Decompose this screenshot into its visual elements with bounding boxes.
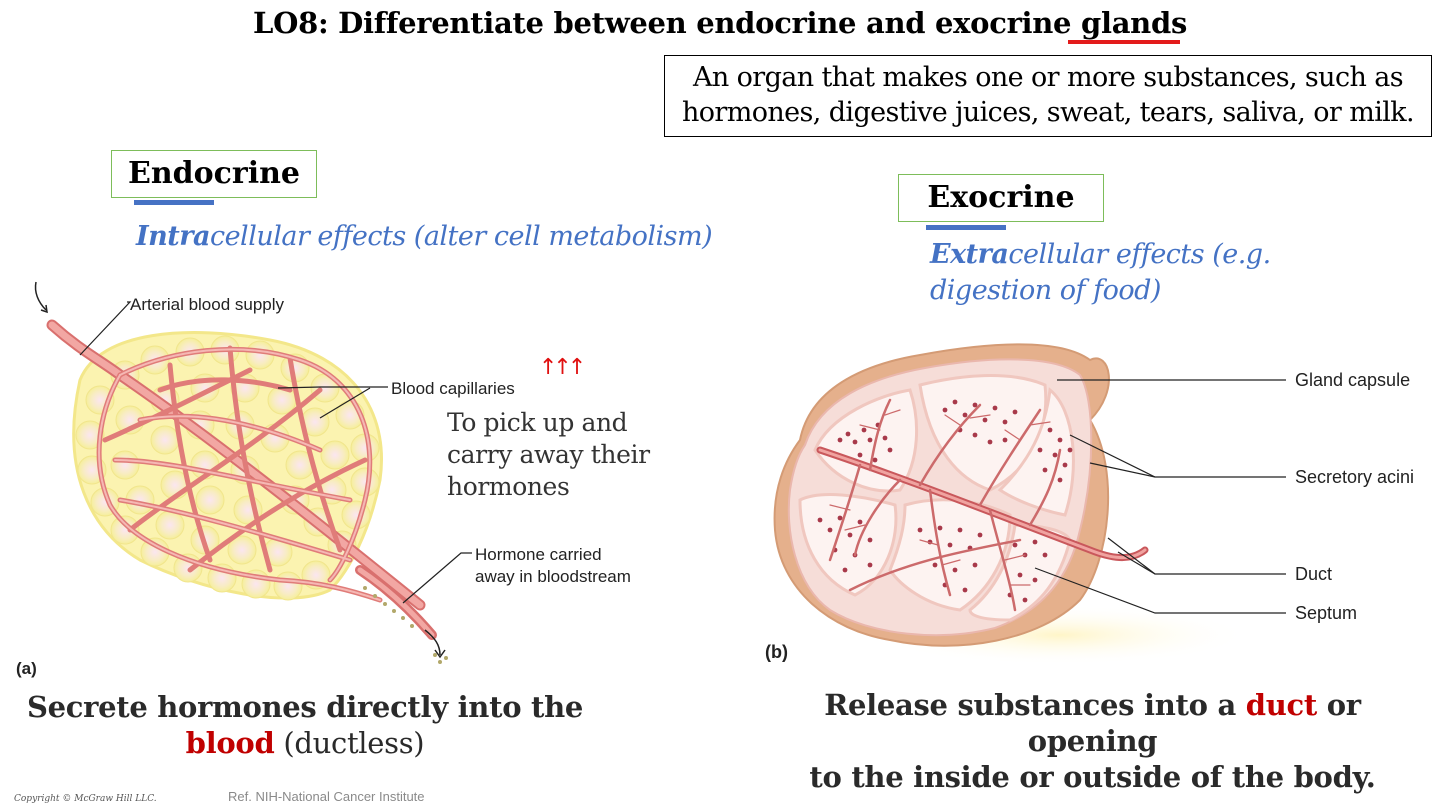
reference-note: Ref. NIH-National Cancer Institute xyxy=(228,789,425,804)
exocrine-heading: Exocrine xyxy=(898,174,1104,222)
slide-title: LO8: Differentiate between endocrine and… xyxy=(0,6,1440,40)
endocrine-effect-prefix: Intra xyxy=(136,221,210,252)
endocrine-summary-red: blood xyxy=(185,726,275,760)
label-duct: Duct xyxy=(1295,564,1333,584)
definition-line-2: hormones, digestive juices, sweat, tears… xyxy=(681,97,1415,128)
definition-line-1: An organ that makes one or more substanc… xyxy=(692,62,1404,93)
copyright-notice: Copyright © McGraw Hill LLC. xyxy=(14,794,157,804)
figure-letter-a: (a) xyxy=(16,659,37,678)
label-blood-capillaries: Blood capillaries xyxy=(391,379,515,398)
label-secretory-acini: Secretory acini xyxy=(1295,467,1415,487)
capillary-note: To pick up and carry away their hormones xyxy=(447,408,650,501)
label-hormone-carried: Hormone carried away in bloodstream xyxy=(475,544,631,588)
endocrine-effect-rest: cellular effects (alter cell metabolism) xyxy=(209,221,713,252)
exocrine-gland-illustration xyxy=(773,343,1286,665)
endocrine-summary-rest: (ductless) xyxy=(274,726,425,760)
title-underline xyxy=(1068,40,1180,44)
endocrine-heading-bar xyxy=(134,200,214,205)
secretory-acini xyxy=(817,399,1073,603)
figure-letter-b: (b) xyxy=(765,642,788,662)
hormone-particles xyxy=(363,586,448,664)
endocrine-summary-line-1: Secrete hormones directly into the xyxy=(26,690,584,724)
label-arterial-blood-supply: Arterial blood supply xyxy=(130,295,285,314)
endocrine-heading: Endocrine xyxy=(111,150,317,198)
label-gland-capsule: Gland capsule xyxy=(1295,370,1411,390)
exocrine-heading-bar xyxy=(926,225,1006,230)
label-hormone-line-2: away in bloodstream xyxy=(475,567,631,586)
duct-network xyxy=(816,398,1149,612)
exocrine-summary: Release substances into a duct or openin… xyxy=(760,687,1425,795)
increase-arrows: ↑↑↑ xyxy=(539,355,586,380)
exocrine-effect-rest: cellular effects (e.g. xyxy=(1008,239,1271,270)
exocrine-summary-part-1: Release substances into a xyxy=(824,688,1246,722)
exocrine-leader-lines xyxy=(1034,379,1286,614)
endocrine-effect: Intracellular effects (alter cell metabo… xyxy=(136,219,713,255)
exocrine-summary-red: duct xyxy=(1245,688,1318,722)
label-septum: Septum xyxy=(1295,603,1358,623)
endocrine-summary: Secrete hormones directly into the blood… xyxy=(20,689,590,761)
exocrine-summary-part-2: or opening xyxy=(1027,688,1361,758)
blood-vessel-network xyxy=(46,319,437,640)
endocrine-gland-illustration xyxy=(34,281,472,664)
title-main: LO8: Differentiate between endocrine and… xyxy=(253,6,1081,40)
gland-definition-box: An organ that makes one or more substanc… xyxy=(664,55,1432,137)
title-emphasis: glands xyxy=(1081,6,1187,40)
outflow-arrow-icon xyxy=(424,629,441,656)
exocrine-summary-line-2: to the inside or outside of the body. xyxy=(809,760,1376,794)
inflow-arrow-icon xyxy=(34,281,47,311)
exocrine-effect: Extracellular effects (e.g. digestion of… xyxy=(930,237,1271,309)
exocrine-effect-line-2: digestion of food) xyxy=(930,275,1161,306)
label-hormone-line-1: Hormone carried xyxy=(475,545,602,564)
exocrine-effect-prefix: Extra xyxy=(930,239,1009,270)
endocrine-leader-lines xyxy=(79,301,472,604)
